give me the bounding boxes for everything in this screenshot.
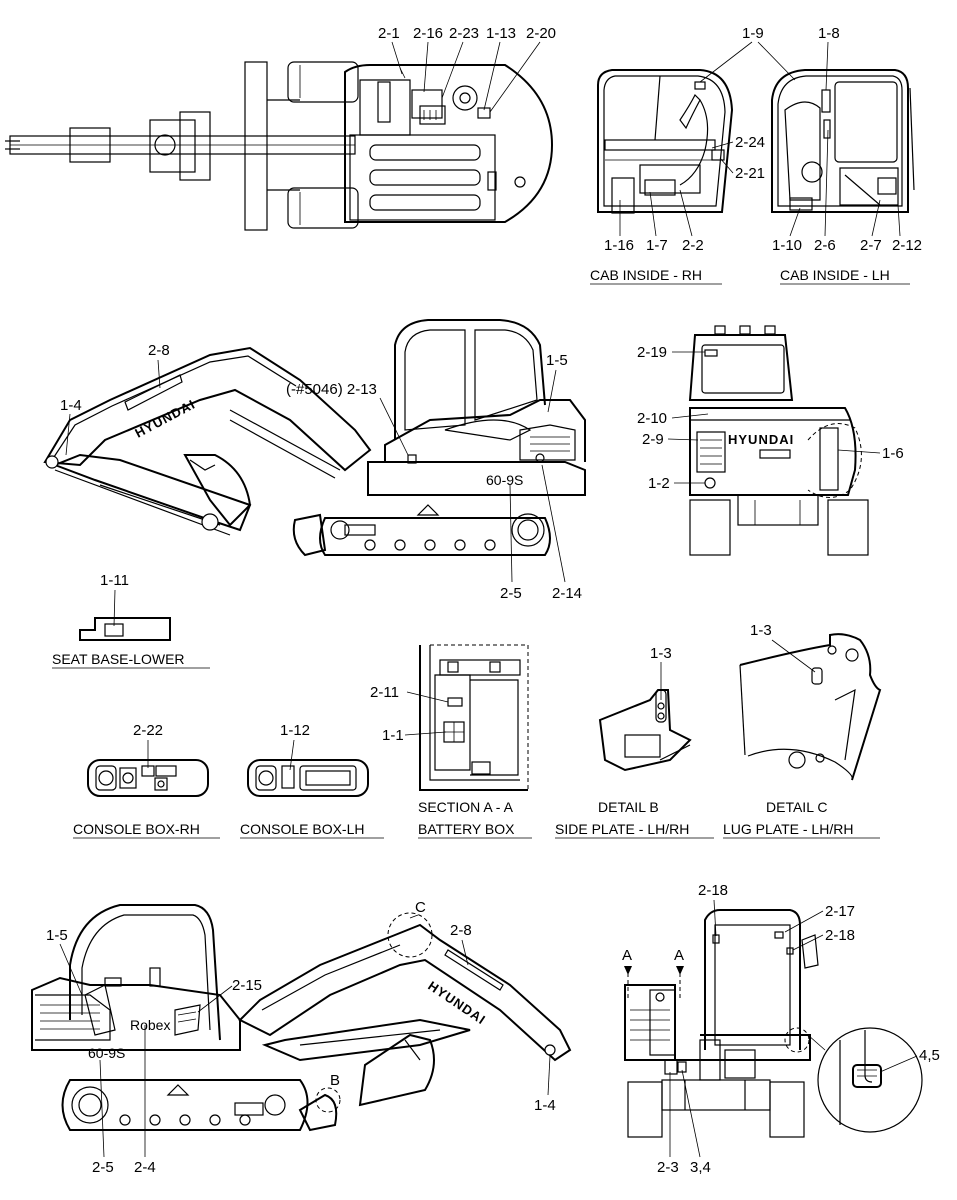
console-box-rh-view: 2-22 CONSOLE BOX-RH: [73, 722, 220, 839]
callout-2-12: 2-12: [892, 237, 922, 254]
callout-2-16: 2-16: [413, 25, 443, 42]
front-view: A A 2-18 2-17 2-18 4,5 2-3 3,4: [622, 882, 940, 1176]
battery-box-view: 2-11 1-1 SECTION A - A BATTERY BOX: [370, 644, 532, 839]
caption-lug-plate: LUG PLATE - LH/RH: [723, 821, 853, 837]
callout-2-19: 2-19: [637, 344, 667, 361]
side-view-rh: 60-9S Robex HYUNDAI 1-5: [31, 899, 572, 1176]
callout-2-10: 2-10: [637, 410, 667, 427]
caption-cab-inside-lh: CAB INSIDE - LH: [780, 267, 890, 283]
callout-2-2: 2-2: [682, 237, 704, 254]
callout-1-13: 1-13: [486, 25, 516, 42]
section-marker-a-left: A: [622, 947, 632, 964]
callout-2-18-top: 2-18: [698, 882, 728, 899]
callout-c: C: [415, 899, 426, 916]
side-view-lh: HYUNDAI 60-9S: [43, 319, 586, 602]
caption-detail-b: DETAIL B: [598, 799, 659, 815]
brand-hyundai-boom-right: HYUNDAI: [425, 978, 488, 1027]
callout-2-18-side: 2-18: [825, 927, 855, 944]
top-view: 2-1 2-16 2-23 1-13 2-20: [5, 25, 556, 231]
callout-2-8-right: 2-8: [450, 922, 472, 939]
callout-2-11: 2-11: [370, 684, 399, 701]
callout-1-11: 1-11: [100, 572, 129, 589]
callout-2-1: 2-1: [378, 25, 400, 42]
model-badge-right: 60-9S: [88, 1045, 125, 1061]
callout-1-5-left: 1-5: [546, 352, 568, 369]
callout-2-5-left: 2-5: [500, 585, 522, 602]
rear-view: HYUNDAI 2-19 2-10 2-9 1-6 1-2: [637, 325, 904, 556]
callout-3-4: 3,4: [690, 1159, 711, 1176]
caption-side-plate: SIDE PLATE - LH/RH: [555, 821, 689, 837]
callout-2-20: 2-20: [526, 25, 556, 42]
callout-1-12: 1-12: [280, 722, 310, 739]
callout-2-5-right: 2-5: [92, 1159, 114, 1176]
callout-1-1: 1-1: [382, 727, 404, 744]
callout-1-2: 1-2: [648, 475, 670, 492]
callout-4-5: 4,5: [919, 1047, 940, 1064]
callout-b: B: [330, 1072, 340, 1089]
callout-2-23: 2-23: [449, 25, 479, 42]
detail-b-view: 1-3 DETAIL B SIDE PLATE - LH/RH: [555, 645, 714, 839]
callout-2-9: 2-9: [642, 431, 664, 448]
seat-base-view: 1-11 SEAT BASE-LOWER: [52, 572, 210, 669]
callout-2-24: 2-24: [735, 134, 765, 151]
callout-1-16: 1-16: [604, 237, 634, 254]
brand-hyundai-rear: HYUNDAI: [728, 432, 794, 447]
callout-2-4: 2-4: [134, 1159, 156, 1176]
callout-1-7: 1-7: [646, 237, 668, 254]
callout-2-17: 2-17: [825, 903, 855, 920]
caption-detail-c: DETAIL C: [766, 799, 827, 815]
caption-section-a-a: SECTION A - A: [418, 799, 514, 815]
callout-2-8-left: 2-8: [148, 342, 170, 359]
callout-2-13: (-#5046) 2-13: [286, 381, 377, 398]
detail-c-view: 1-3 DETAIL C LUG PLATE - LH/RH: [723, 622, 882, 839]
callout-2-21: 2-21: [735, 165, 765, 182]
section-marker-a-right: A: [674, 947, 684, 964]
callout-1-4-left: 1-4: [60, 397, 82, 414]
callout-1-10: 1-10: [772, 237, 802, 254]
callout-1-9: 1-9: [742, 25, 764, 42]
caption-battery-box: BATTERY BOX: [418, 821, 515, 837]
cab-inside-lh-view: 1-8 1-10 2-6 2-7 2-12 CAB INSIDE - LH: [771, 25, 922, 285]
callout-1-3-b: 1-3: [650, 645, 672, 662]
callout-2-6: 2-6: [814, 237, 836, 254]
callout-2-22: 2-22: [133, 722, 163, 739]
callout-2-7: 2-7: [860, 237, 882, 254]
callout-1-5-right: 1-5: [46, 927, 68, 944]
callout-1-4-right: 1-4: [534, 1097, 556, 1114]
callout-1-6: 1-6: [882, 445, 904, 462]
callout-1-8: 1-8: [818, 25, 840, 42]
caption-cab-inside-rh: CAB INSIDE - RH: [590, 267, 702, 283]
model-badge-left: 60-9S: [486, 472, 523, 488]
callout-2-14: 2-14: [552, 585, 582, 602]
robex-badge: Robex: [130, 1017, 170, 1033]
cab-inside-rh-view: 1-9 2-24 2-21 1-16 1-7 2-2 CAB INSIDE - …: [590, 25, 796, 285]
console-box-lh-view: 1-12 CONSOLE BOX-LH: [240, 722, 384, 839]
callout-1-3-c: 1-3: [750, 622, 772, 639]
callout-2-15: 2-15: [232, 977, 262, 994]
caption-seat-base-lower: SEAT BASE-LOWER: [52, 651, 185, 667]
caption-console-box-rh: CONSOLE BOX-RH: [73, 821, 200, 837]
caption-console-box-lh: CONSOLE BOX-LH: [240, 821, 364, 837]
callout-2-3: 2-3: [657, 1159, 679, 1176]
